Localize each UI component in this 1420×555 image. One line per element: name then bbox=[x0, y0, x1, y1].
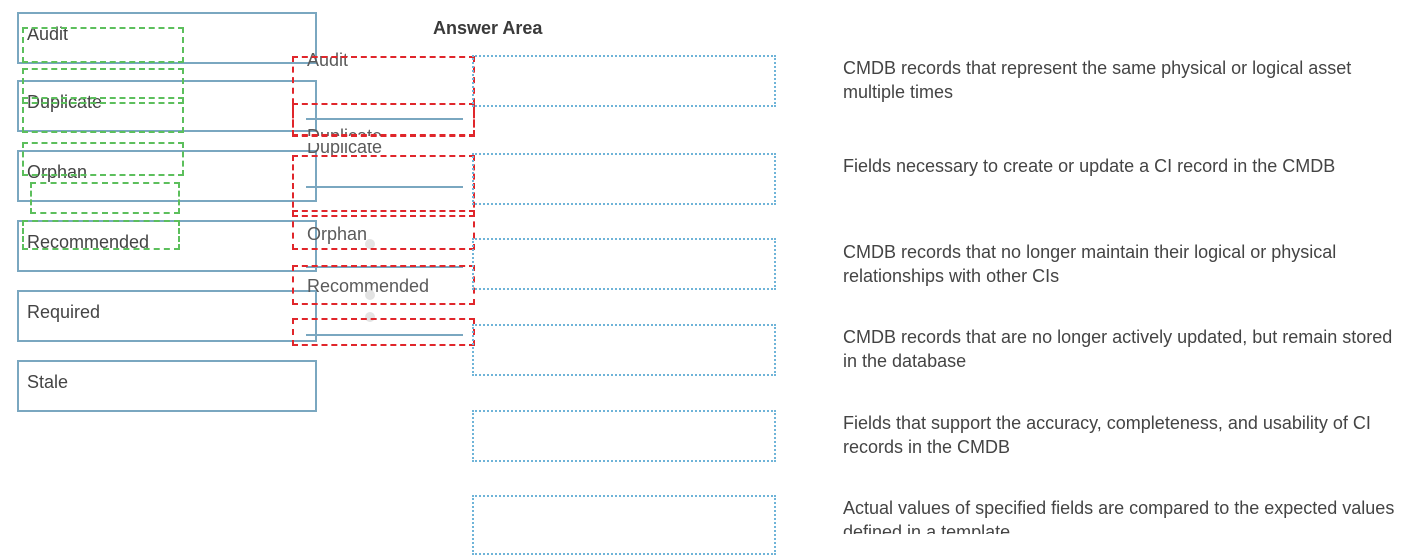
description-6: Actual values of specified fields are co… bbox=[843, 498, 1395, 534]
ghost-label-duplicate: Duplicate bbox=[307, 143, 382, 161]
option-label: Audit bbox=[27, 24, 69, 44]
ghost-divider bbox=[306, 118, 463, 120]
drop-target-3[interactable] bbox=[472, 238, 776, 290]
description-3: CMDB records that no longer maintain the… bbox=[843, 242, 1337, 286]
answer-area-title: Answer Area bbox=[433, 18, 543, 38]
ghost-label-orphan: Orphan bbox=[307, 224, 368, 244]
ghost-label-duplicate-top: Duplicate bbox=[307, 126, 383, 136]
red-annotation-box bbox=[292, 155, 475, 217]
option-required[interactable]: Required bbox=[17, 290, 317, 342]
ghost-dot bbox=[365, 239, 375, 249]
description-2: Fields necessary to create or update a C… bbox=[843, 156, 1336, 176]
ghost-label-recommended: Recommended bbox=[307, 276, 430, 296]
green-annotation-box bbox=[22, 27, 184, 63]
description-5: Fields that support the accuracy, comple… bbox=[843, 413, 1371, 457]
red-annotation-box bbox=[292, 103, 475, 137]
ghost-label-audit: Audit bbox=[307, 50, 349, 70]
ghost-dot bbox=[365, 290, 375, 300]
drop-target-5[interactable] bbox=[472, 410, 776, 462]
red-annotation-box bbox=[292, 265, 475, 305]
ghost-divider bbox=[306, 186, 463, 188]
drop-target-2[interactable] bbox=[472, 153, 776, 205]
option-stale[interactable]: Stale bbox=[17, 360, 317, 412]
red-annotation-box bbox=[292, 210, 475, 250]
drop-target-4[interactable] bbox=[472, 324, 776, 376]
ghost-divider bbox=[306, 334, 463, 336]
description-1: CMDB records that represent the same phy… bbox=[843, 58, 1352, 102]
drop-target-1[interactable] bbox=[472, 55, 776, 107]
description-4: CMDB records that are no longer actively… bbox=[843, 327, 1393, 371]
option-orphan[interactable]: Orphan bbox=[17, 150, 317, 202]
red-annotation-box bbox=[292, 318, 475, 346]
green-annotation-box bbox=[22, 97, 184, 133]
option-audit[interactable]: Audit bbox=[17, 12, 317, 64]
option-label: Orphan bbox=[27, 162, 88, 182]
option-label: Recommended bbox=[27, 232, 150, 252]
ghost-text: Duplicate bbox=[307, 143, 383, 157]
option-label: Stale bbox=[27, 372, 69, 392]
green-annotation-box bbox=[22, 68, 184, 104]
green-annotation-box bbox=[22, 142, 184, 176]
ghost-dot bbox=[365, 312, 375, 322]
drop-target-6[interactable] bbox=[472, 495, 776, 555]
option-label: Required bbox=[27, 302, 101, 322]
green-annotation-box bbox=[30, 182, 180, 214]
ghost-divider bbox=[306, 266, 463, 268]
green-annotation-box bbox=[22, 220, 180, 250]
